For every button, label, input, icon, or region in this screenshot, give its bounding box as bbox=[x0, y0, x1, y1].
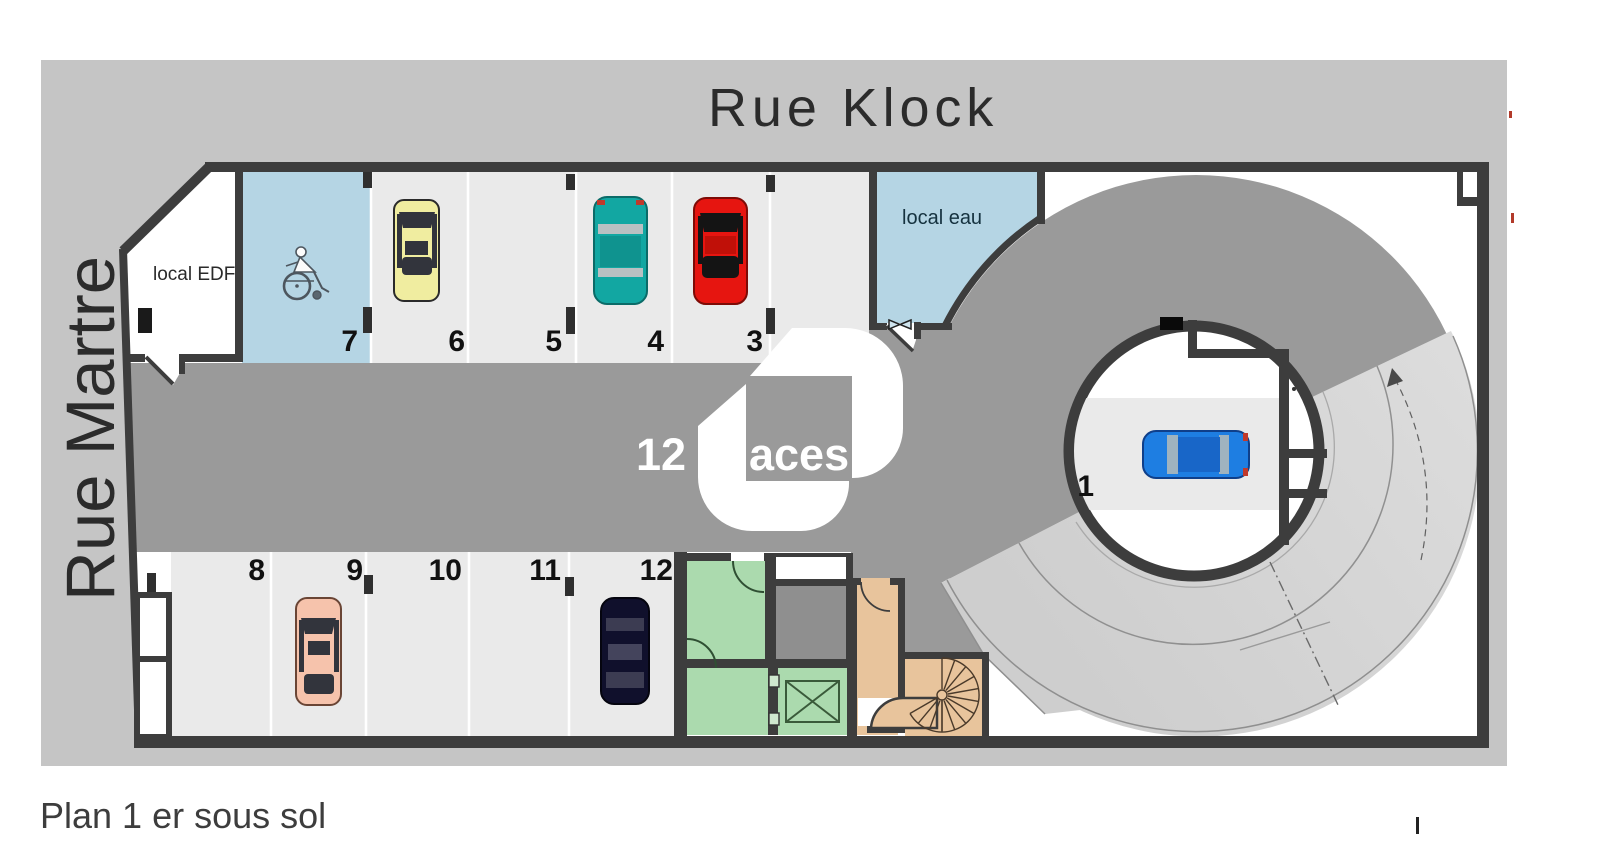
svg-text:9: 9 bbox=[346, 554, 363, 587]
svg-text:4: 4 bbox=[647, 325, 664, 358]
svg-text:7: 7 bbox=[341, 325, 358, 358]
svg-text:12: 12 bbox=[640, 554, 673, 587]
svg-text:local EDF: local EDF bbox=[153, 264, 235, 285]
svg-text:8: 8 bbox=[248, 554, 265, 587]
svg-text:10: 10 bbox=[429, 554, 462, 587]
svg-text:Plan 1 er sous sol: Plan 1 er sous sol bbox=[40, 795, 326, 836]
svg-text:3: 3 bbox=[746, 325, 763, 358]
svg-text:12: 12 bbox=[636, 429, 686, 480]
svg-text:6: 6 bbox=[448, 325, 465, 358]
svg-text:Rue Klock: Rue Klock bbox=[708, 78, 998, 138]
svg-text:Rue Martre: Rue Martre bbox=[52, 256, 129, 601]
svg-text:1: 1 bbox=[1077, 470, 1094, 503]
svg-text:aces: aces bbox=[749, 429, 849, 480]
svg-text:5: 5 bbox=[545, 325, 562, 358]
svg-text:local eau: local eau bbox=[902, 207, 982, 229]
svg-text:11: 11 bbox=[529, 554, 561, 587]
